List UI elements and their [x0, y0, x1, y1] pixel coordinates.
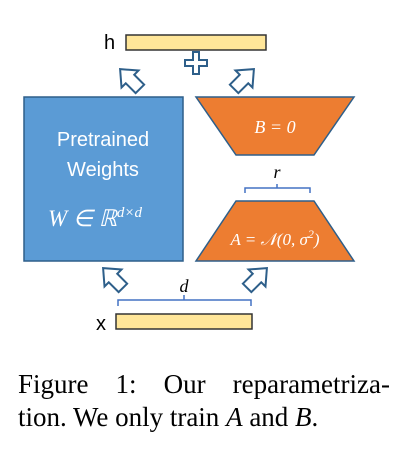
a-matrix-block	[194, 200, 356, 262]
arrow-up-left-icon	[119, 68, 146, 95]
figure-caption: Figure 1: Our reparametriza- tion. We on…	[18, 368, 390, 434]
arrow-up-right-icon	[241, 267, 268, 294]
r-brace	[244, 184, 311, 193]
caption-line2: tion. We only train A and B.	[18, 402, 319, 432]
arrow-up-left-icon	[102, 267, 129, 294]
pretrained-weights-block	[23, 96, 184, 262]
d-brace	[117, 295, 252, 306]
pretrained-formula: W ∈ ℝd×d	[48, 205, 143, 231]
x-vector	[115, 313, 253, 330]
pretrained-label-line2: Weights	[67, 159, 139, 181]
r-label: r	[273, 162, 281, 182]
plus-icon	[184, 51, 208, 75]
caption-line1: Figure 1: Our reparametriza-	[18, 369, 390, 399]
d-label: d	[180, 276, 190, 296]
b-matrix-block	[194, 96, 356, 156]
b-formula: B = 0	[254, 117, 295, 137]
pretrained-label-line1: Pretrained	[57, 129, 149, 151]
h-vector	[125, 34, 267, 51]
h-label: h	[104, 32, 115, 54]
a-formula: A = 𝒩(0, σ2)	[229, 227, 319, 249]
x-label: x	[96, 313, 106, 335]
arrow-up-right-icon	[228, 68, 255, 95]
